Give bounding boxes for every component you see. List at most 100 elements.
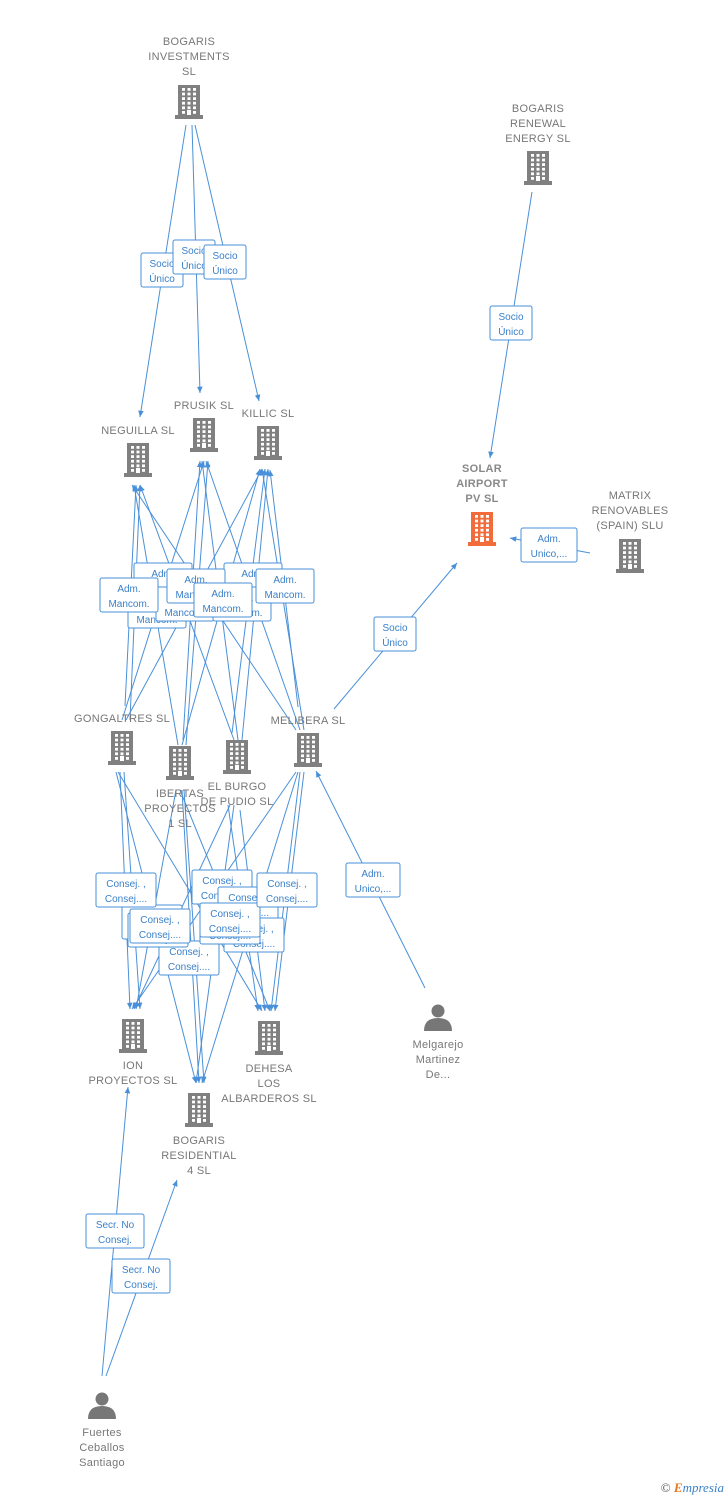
node-label-line: Ceballos: [79, 1442, 124, 1454]
edge-role-label[interactable]: Adm. Unico,...: [345, 862, 401, 898]
node-label-line: BOGARIS: [163, 36, 215, 48]
edge-label-line: Único: [498, 325, 524, 338]
building-icon: [616, 539, 644, 573]
edge-label-line: Socio: [382, 623, 407, 634]
edge-label-line: Adm.: [361, 869, 384, 880]
node-neguilla[interactable]: NEGUILLA SL: [101, 425, 175, 477]
node-label-line: SL: [182, 66, 196, 78]
edge-role-label[interactable]: Consej. ,Consej....: [95, 872, 157, 908]
edge-role-label[interactable]: Adm.Mancom.: [255, 568, 315, 604]
node-label-line: AIRPORT: [456, 478, 508, 490]
edge-label-line: Adm.: [241, 569, 264, 580]
node-killic[interactable]: KILLIC SL: [242, 408, 295, 460]
edge-label-line: Consej. ,: [210, 909, 249, 920]
edge-label-line: Mancom.: [264, 590, 305, 601]
node-burgo[interactable]: EL BURGO DE PUDIO SL: [201, 740, 274, 808]
edge-label-line: Adm.: [211, 589, 234, 600]
building-icon: [190, 418, 218, 452]
edge-label-line: Adm.: [184, 575, 207, 586]
edge-label-line: Consej.: [98, 1235, 132, 1246]
edge-label-line: Consej....: [209, 924, 251, 935]
person-icon: [424, 1004, 452, 1031]
edge-label-line: Consej....: [105, 894, 147, 905]
node-label-line: RENEWAL: [510, 118, 566, 130]
edge-role-label[interactable]: Adm.Mancom.: [99, 577, 159, 613]
empresia-logo[interactable]: © Empresia: [661, 1480, 724, 1496]
edge-role-label[interactable]: Consej. , Consej....: [129, 908, 191, 944]
node-gongaltres[interactable]: GONGALTRES SL: [74, 713, 170, 765]
edge-label-line: Socio: [212, 251, 237, 262]
building-icon: [468, 512, 496, 546]
brand-initial: E: [673, 1480, 683, 1495]
node-label-line: RENOVABLES: [592, 505, 669, 517]
edge-label-line: Adm.: [117, 584, 140, 595]
stacked-role-box[interactable]: Consej. ,Consej....: [158, 940, 220, 976]
node-ion[interactable]: ION PROYECTOS SL: [89, 1019, 178, 1087]
building-icon: [223, 740, 251, 774]
building-icon: [108, 731, 136, 765]
edge-label-line: Consej....: [168, 962, 210, 973]
node-prusik[interactable]: PRUSIK SL: [174, 400, 234, 452]
node-label-line: 1 SL: [168, 818, 192, 830]
node-label-line: MATRIX: [609, 490, 652, 502]
brand-name: mpresia: [682, 1480, 724, 1495]
copyright-symbol: ©: [660, 1480, 671, 1495]
edge-label-line: Consej. ,: [140, 915, 179, 926]
edge-role-label[interactable]: Adm.Unico,...: [520, 527, 578, 563]
edge-label-line: Único: [382, 636, 408, 649]
building-icon: [185, 1093, 213, 1127]
node-label-line: KILLIC SL: [242, 408, 295, 420]
building-icon: [524, 151, 552, 185]
edge-label-line: Socio: [498, 312, 523, 323]
edge-label-line: Único: [212, 264, 238, 277]
node-melgarejo[interactable]: MelgarejoMartinezDe...: [412, 1004, 463, 1082]
node-bogaris_inv[interactable]: BOGARIS INVESTMENTS SL: [148, 36, 230, 119]
edge-role-label[interactable]: Consej. ,Consej....: [256, 872, 318, 908]
node-label-line: GONGALTRES SL: [74, 713, 170, 725]
edge-label-line: Consej....: [139, 930, 181, 941]
node-label-line: DEHESA: [245, 1063, 292, 1075]
edge-label-line: Único: [181, 259, 207, 272]
node-melibera[interactable]: MELIBERA SL: [271, 715, 346, 767]
edge-role-label[interactable]: Secr. No Consej.: [85, 1213, 145, 1249]
node-label-line: MELIBERA SL: [271, 715, 346, 727]
node-label-line: Melgarejo: [412, 1039, 463, 1051]
node-label-line: PV SL: [465, 493, 498, 505]
node-label-line: DE PUDIO SL: [201, 796, 274, 808]
node-ibertas[interactable]: IBERTAS PROYECTOS 1 SL: [144, 746, 216, 830]
edge-label-line: Secr. No: [96, 1220, 135, 1231]
edge-label-line: Consej. ,: [267, 879, 306, 890]
node-label-line: ION: [123, 1060, 143, 1072]
node-label-line: PROYECTOS: [144, 803, 216, 815]
node-label-line: INVESTMENTS: [148, 51, 230, 63]
edge-role-label[interactable]: Adm.Mancom.: [193, 582, 253, 618]
edge-label-line: Socio: [181, 246, 206, 257]
building-icon: [254, 426, 282, 460]
building-icon: [119, 1019, 147, 1053]
node-label-line: IBERTAS: [156, 788, 204, 800]
node-label-line: PRUSIK SL: [174, 400, 234, 412]
edge-label-line: Mancom.: [164, 608, 205, 619]
node-label-line: 4 SL: [187, 1165, 211, 1177]
edge-role-label[interactable]: Consej. , Consej....: [199, 902, 261, 938]
person-icon: [88, 1392, 116, 1419]
node-label-line: EL BURGO: [208, 781, 267, 793]
node-label-line: PROYECTOS SL: [89, 1075, 178, 1087]
edge-label-line: Unico,...: [355, 884, 392, 895]
node-label-line: LOS: [258, 1078, 281, 1090]
edge-label-line: Consej. ,: [202, 876, 241, 887]
building-icon: [166, 746, 194, 780]
edge-label-line: Adm.: [537, 534, 560, 545]
node-label-line: NEGUILLA SL: [101, 425, 175, 437]
building-icon: [255, 1021, 283, 1055]
